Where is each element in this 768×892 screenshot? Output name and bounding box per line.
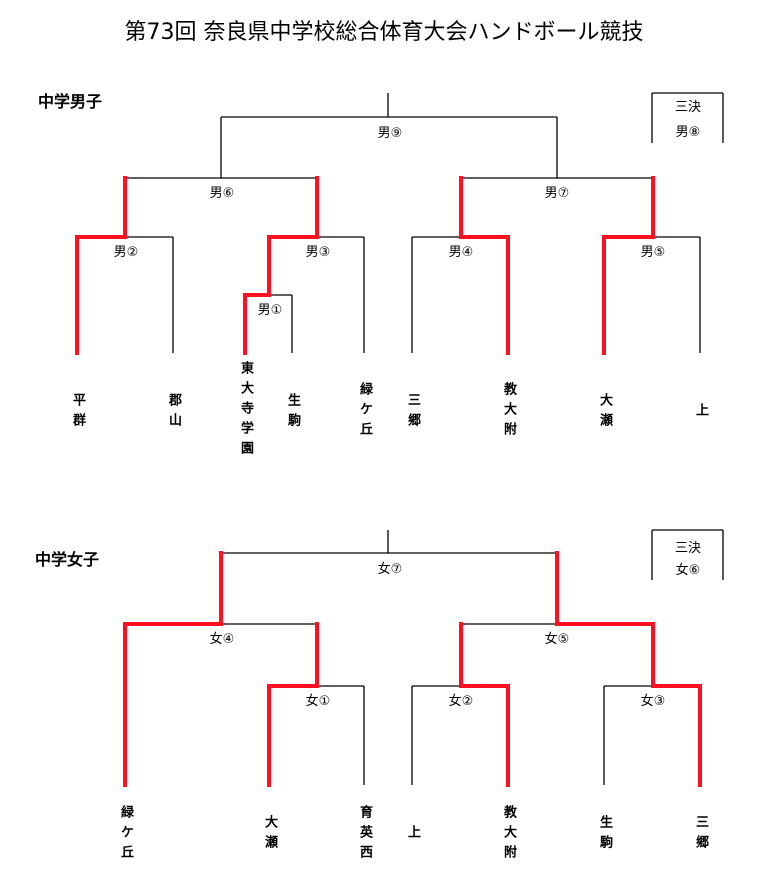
boys-match-2: 男② — [113, 245, 139, 260]
page-title: 第73回 奈良県中学校総合体育大会ハンドボール競技 — [124, 20, 644, 45]
boys-team: 緑ケ丘 — [357, 382, 372, 442]
boys-team: 大瀬 — [597, 393, 612, 433]
girls-team: 育英西 — [357, 805, 372, 865]
girls-team: 教大附 — [501, 805, 516, 865]
girls-third-place-match: 女⑥ — [675, 563, 701, 578]
boys-team: 教大附 — [501, 382, 516, 442]
boys-match-9: 男⑨ — [377, 126, 403, 141]
girls-team: 上 — [405, 825, 420, 845]
girls-third-place-label: 三決 — [674, 541, 702, 556]
boys-match-4: 男④ — [448, 245, 474, 260]
girls-team: 三郷 — [693, 815, 708, 855]
girls-match-2: 女② — [448, 694, 474, 709]
girls-team: 緑ケ丘 — [118, 805, 133, 865]
girls-match-3: 女③ — [640, 694, 666, 709]
girls-team: 生駒 — [597, 815, 612, 855]
boys-team: 三郷 — [405, 393, 420, 433]
girls-match-4: 女④ — [209, 632, 235, 647]
boys-match-5: 男⑤ — [640, 245, 666, 260]
girls-heading: 中学女子 — [35, 550, 100, 569]
boys-third-place-label: 三決 — [674, 100, 702, 115]
girls-match-7: 女⑦ — [377, 562, 403, 577]
boys-team: 上 — [693, 403, 708, 423]
boys-third-place-match: 男⑧ — [675, 125, 701, 140]
boys-match-7: 男⑦ — [544, 186, 570, 201]
boys-match-6: 男⑥ — [209, 186, 235, 201]
girls-team: 大瀬 — [262, 815, 277, 855]
boys-team: 東大寺学園 — [238, 361, 253, 461]
boys-match-3: 男③ — [305, 245, 331, 260]
girls-match-5: 女⑤ — [544, 632, 570, 647]
girls-match-1: 女① — [305, 694, 331, 709]
boys-team: 郡山 — [166, 393, 181, 433]
boys-team: 生駒 — [285, 393, 300, 433]
boys-match-1: 男① — [257, 303, 283, 318]
boys-team: 平群 — [70, 393, 85, 433]
boys-heading: 中学男子 — [38, 92, 103, 111]
